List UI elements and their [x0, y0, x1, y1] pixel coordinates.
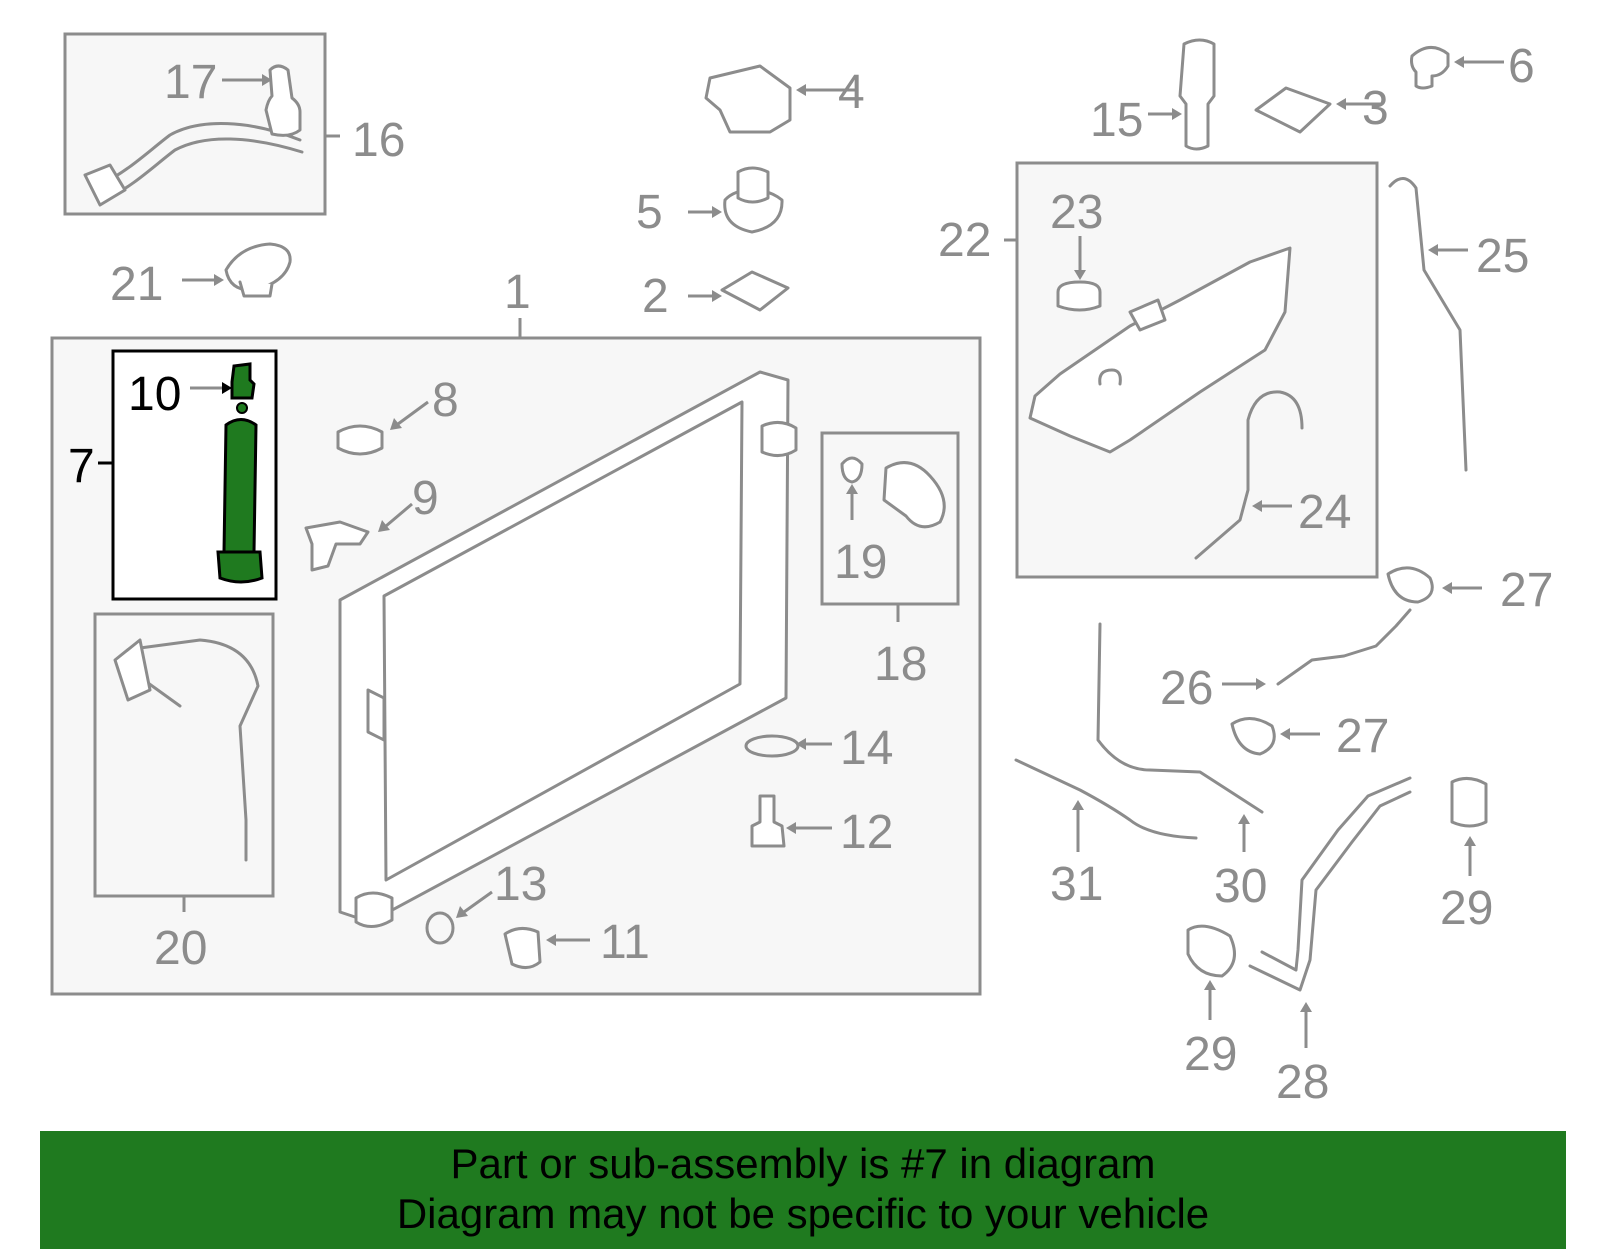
banner-line-2: Diagram may not be specific to your vehi… [396, 1190, 1210, 1237]
part-21-cap [224, 242, 292, 298]
callout-27-lower: 27 [1336, 710, 1389, 763]
callout-4: 4 [838, 66, 865, 119]
part-28-hose [1248, 790, 1412, 992]
part-5-mount [723, 166, 784, 234]
callout-12: 12 [840, 806, 893, 859]
leader-lines [98, 56, 1504, 1048]
part-3-clip [1254, 86, 1332, 134]
part-9-bracket [304, 520, 370, 572]
part-30-pipe [1096, 622, 1264, 814]
callout-28: 28 [1276, 1056, 1329, 1109]
part-25-hose [1388, 177, 1468, 472]
callout-19: 19 [834, 536, 887, 589]
callout-23: 23 [1050, 186, 1103, 239]
part-23-cap [1056, 280, 1102, 312]
callout-22: 22 [938, 214, 991, 267]
callout-30: 30 [1214, 860, 1267, 913]
callout-7: 7 [68, 440, 95, 493]
part-29-clamp-upper [1450, 777, 1488, 828]
part-26-hose [1276, 608, 1412, 686]
callout-29-upper: 29 [1440, 882, 1493, 935]
callout-11: 11 [600, 916, 650, 969]
callout-8: 8 [432, 374, 459, 427]
callout-1: 1 [504, 266, 531, 319]
banner-line-1: Part or sub-assembly is #7 in diagram [450, 1140, 1156, 1187]
part-27-clamp-lower [1230, 717, 1276, 756]
callout-13: 13 [494, 858, 547, 911]
callout-16: 16 [352, 114, 405, 167]
part-27-clamp-upper [1386, 566, 1434, 604]
part-12-bolt [750, 794, 786, 848]
part-19-oring [840, 456, 864, 484]
callout-24: 24 [1298, 486, 1351, 539]
part-10-plug [230, 362, 256, 414]
callout-29-lower: 29 [1184, 1028, 1237, 1081]
part-14-oring [744, 734, 800, 758]
part-6-grommet [1410, 46, 1450, 90]
callout-9: 9 [412, 472, 439, 525]
callout-18: 18 [874, 638, 927, 691]
info-banner: Part or sub-assembly is #7 in diagram Di… [40, 1131, 1566, 1249]
part-11-grommet [503, 927, 542, 969]
part-22-reservoir [1028, 246, 1292, 454]
part-4-bracket [704, 64, 792, 134]
callout-20: 20 [154, 922, 207, 975]
callout-10: 10 [128, 368, 181, 421]
part-7-receiver-drier [216, 418, 264, 584]
callout-21: 21 [110, 258, 163, 311]
part-24-hose [1194, 390, 1304, 560]
callout-27-upper: 27 [1500, 564, 1553, 617]
part-1-radiator [338, 370, 798, 928]
part-13-oring [425, 911, 455, 945]
part-15-tube [1178, 38, 1216, 151]
callout-15: 15 [1090, 94, 1143, 147]
callout-17: 17 [164, 56, 217, 109]
part-28-hose-outer [1260, 776, 1412, 972]
part-8-clamp [336, 424, 384, 456]
part-18-outlet [882, 461, 946, 529]
callout-26: 26 [1160, 662, 1213, 715]
part-31-pipe [1014, 758, 1198, 840]
part-2-clip [720, 270, 790, 312]
callout-25: 25 [1476, 230, 1529, 283]
callout-2: 2 [642, 270, 669, 323]
part-20-pipe [113, 638, 260, 862]
callout-31: 31 [1050, 858, 1103, 911]
callout-5: 5 [636, 186, 663, 239]
callout-14: 14 [840, 722, 893, 775]
callout-3: 3 [1362, 82, 1389, 135]
part-16-hose [83, 64, 304, 207]
callout-6: 6 [1508, 40, 1535, 93]
part-29-clamp-lower [1186, 924, 1236, 978]
